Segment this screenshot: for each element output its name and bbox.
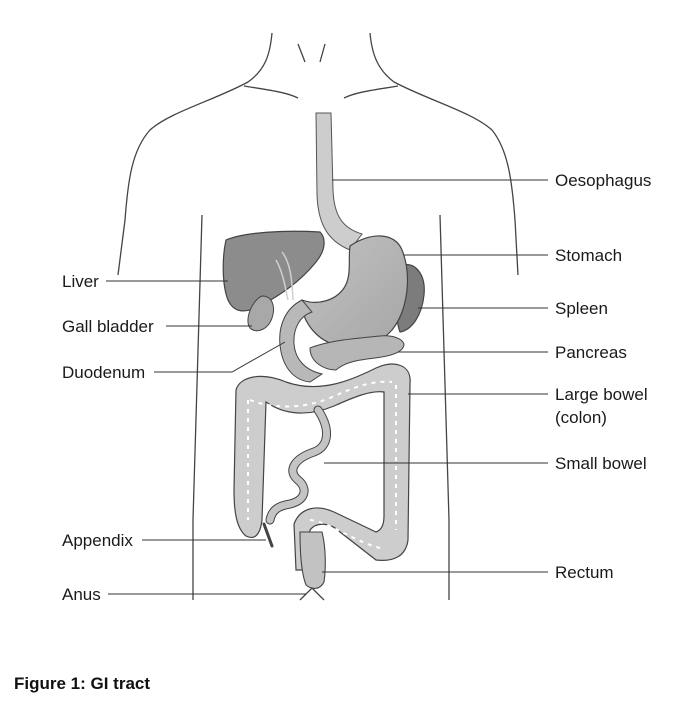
duodenum-organ: [279, 299, 324, 383]
label-rectum: Rectum: [555, 563, 614, 582]
large-bowel-organ: [233, 363, 411, 571]
label-oesophagus: Oesophagus: [555, 171, 651, 190]
oesophagus-organ: [315, 112, 363, 251]
label-large-bowel: Large bowel: [555, 385, 648, 404]
label-small-bowel: Small bowel: [555, 454, 647, 473]
label-gall-bladder: Gall bladder: [62, 317, 154, 336]
label-large-bowel-colon: (colon): [555, 408, 607, 427]
label-liver: Liver: [62, 272, 99, 291]
figure-caption: Figure 1: GI tract: [14, 674, 151, 693]
label-anus: Anus: [62, 585, 101, 604]
label-spleen: Spleen: [555, 299, 608, 318]
label-pancreas: Pancreas: [555, 343, 627, 362]
pancreas-organ: [309, 335, 405, 371]
rectum-organ: [299, 531, 326, 589]
label-duodenum: Duodenum: [62, 363, 145, 382]
liver-organ: [222, 230, 325, 312]
leader-lines: [106, 179, 548, 595]
label-stomach: Stomach: [555, 246, 622, 265]
anus-organ: [299, 587, 325, 601]
label-appendix: Appendix: [62, 531, 133, 550]
gall-bladder-organ: [247, 295, 275, 332]
appendix-organ: [262, 522, 274, 548]
torso-outline: [117, 32, 519, 600]
